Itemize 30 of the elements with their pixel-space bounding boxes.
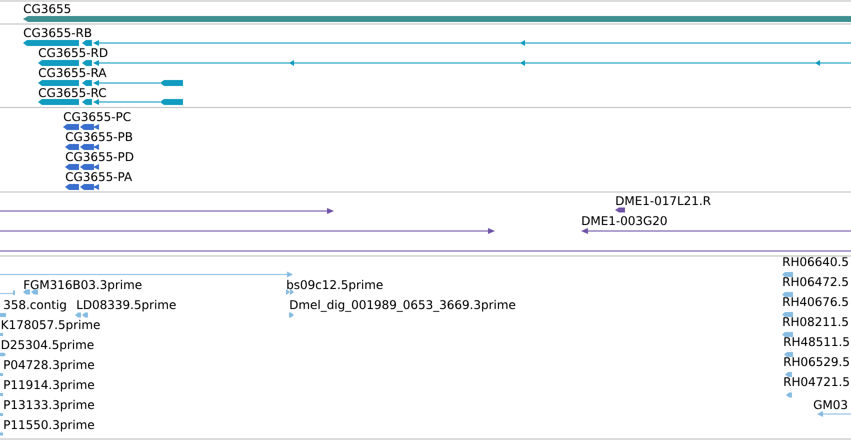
feature-label: 358.contig (4, 300, 66, 312)
feature-label: P11550.3prime (4, 420, 94, 432)
feature-label: CG3655-RA (38, 68, 106, 78)
feature-label: CG3655-RB (24, 28, 92, 38)
feature-label: CG3655-RC (38, 88, 106, 98)
feature-label: RH48511.5 (784, 337, 849, 346)
feature-label: RH06472.5 (783, 277, 848, 286)
feature-label: P04728.3prime (4, 360, 94, 372)
feature-label: CG3655-RD (38, 48, 108, 58)
feature-label: D25304.5prime (2, 340, 94, 352)
feature-label: CG3655-PC (64, 112, 130, 122)
feature-label: bs09c12.5prime (287, 280, 383, 292)
feature-label: FGM316B03.3prime (24, 280, 142, 292)
feature-label: RH04721.5 (784, 377, 849, 386)
feature-label: DME1-003G20 (582, 216, 667, 226)
feature-label: GM03 (814, 400, 848, 410)
feature-label: CG3655-PB (66, 132, 132, 142)
feature-label: CG3655 (24, 4, 70, 14)
feature-label: P13133.3prime (4, 400, 94, 412)
feature-label: DME1-017L21.R (616, 196, 711, 206)
feature-label: CG3655-PD (66, 152, 134, 162)
feature-label: CG3655-PA (66, 172, 132, 182)
feature-label: RH40676.5 (783, 297, 848, 306)
feature-label: LD08339.5prime (77, 300, 176, 312)
feature-label: RH08211.5 (783, 317, 848, 326)
feature-label: K178057.5prime (2, 320, 100, 332)
feature-label: Dmel_dig_001989_0653_3669.3prime (290, 300, 516, 312)
feature-label: RH06529.5 (784, 357, 849, 366)
feature-label: RH06640.5 (783, 257, 848, 266)
feature-label: P11914.3prime (4, 380, 94, 392)
